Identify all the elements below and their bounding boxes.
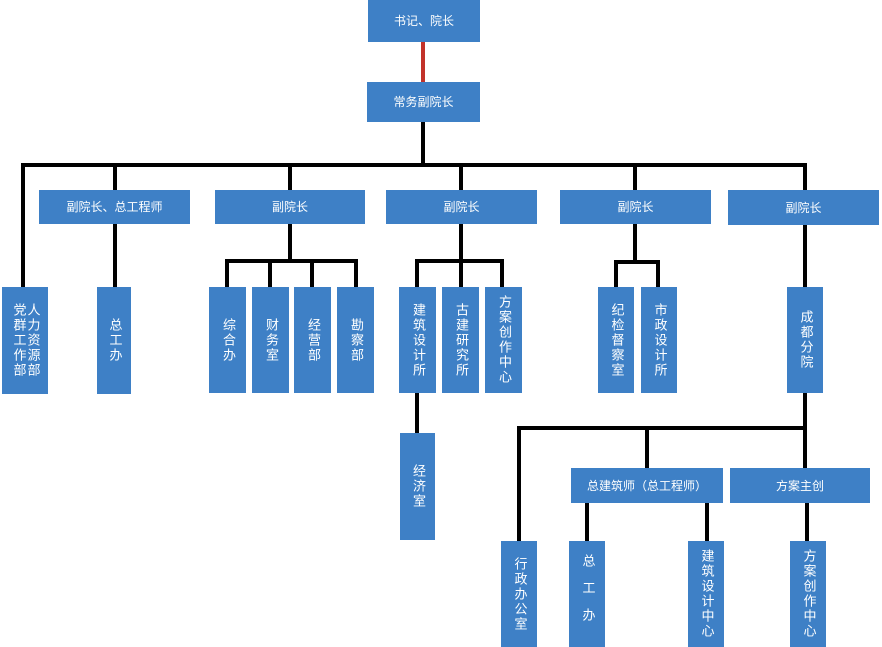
org-node-jzsjs-label: 建筑设计所: [410, 302, 425, 378]
org-node-vp4: 副院长: [560, 190, 711, 224]
org-node-szsjs-label: 市政设计所: [651, 302, 667, 378]
org-node-cd-faczzx: 方案创作中心: [790, 541, 826, 647]
org-node-jjs: 经济室: [400, 433, 435, 540]
org-node-zgb-label: 总工办: [106, 318, 122, 363]
org-node-branch-cd: 成都分院: [787, 287, 823, 393]
org-node-vp5: 副院长: [728, 190, 879, 225]
org-node-gjyjs: 古建研究所: [442, 287, 479, 393]
connector-drop-jjdcs: [614, 264, 618, 287]
connector-drop-fazc: [803, 430, 807, 468]
org-node-cd-chief: 总建筑师（总工程师）: [571, 468, 723, 503]
connector-cd-bus: [517, 426, 807, 430]
connector-vp4-stem: [633, 224, 637, 261]
org-node-cws: 财务室: [252, 287, 289, 393]
org-node-vp3-label: 副院长: [443, 200, 480, 214]
connector-drop-jzsjs: [415, 263, 419, 287]
connector-vp1-zgb: [113, 224, 117, 287]
org-node-cd-faczzx-label: 方案创作中心: [800, 549, 816, 639]
org-node-vp4-label: 副院长: [617, 200, 654, 214]
org-node-branch-cd-label: 成都分院: [797, 310, 813, 370]
connector-vp2-stem: [288, 224, 292, 260]
connector-vp3-stem: [459, 224, 463, 260]
connector-drop-gjyjs: [459, 263, 463, 287]
connector-drop-vp5: [803, 167, 807, 190]
org-node-cd-zgb-label: 总工办: [579, 553, 595, 635]
org-node-faczzx: 方案创作中心: [485, 287, 522, 393]
org-node-cd-xzbgs: 行政办公室: [501, 541, 537, 647]
org-node-zhb: 综合办: [209, 287, 246, 393]
org-node-gjyjs-label: 古建研究所: [453, 302, 468, 378]
connector-drop-vp1: [113, 167, 117, 190]
org-node-vp3: 副院长: [386, 190, 537, 224]
connector-drop-szsjs: [656, 264, 660, 287]
org-node-vp2-label: 副院长: [271, 200, 308, 214]
connector-cd-stem: [803, 393, 807, 428]
org-node-cd-chief-label: 总建筑师（总工程师）: [586, 478, 707, 493]
connector-main-bus: [21, 163, 807, 167]
org-node-zgb: 总工办: [97, 287, 131, 394]
connector-drop-chief: [645, 430, 649, 468]
connector-jzsjs-jjs: [415, 393, 419, 433]
org-node-vp2: 副院长: [215, 190, 365, 224]
org-node-jzsjs: 建筑设计所: [399, 287, 436, 393]
org-node-party-label: 党群工作部: [10, 303, 26, 378]
org-node-vp1-label: 副院长、总工程师: [66, 200, 163, 214]
org-node-hr-label: 人力资源部: [24, 303, 40, 378]
connector-exec-stem: [421, 122, 425, 165]
org-node-kcb: 勘察部: [337, 287, 374, 393]
connector-vp2-bus: [225, 259, 358, 263]
org-node-cws-label: 财务室: [263, 317, 278, 363]
connector-drop-kcb: [354, 263, 358, 287]
connector-drop-party-hr: [21, 167, 25, 287]
org-node-cd-zgb: 总工办: [569, 541, 605, 647]
org-node-jjdcs: 纪检督察室: [598, 287, 634, 393]
org-node-cd-jzsjzx-label: 建筑设计中心: [698, 549, 714, 639]
connector-drop-cws: [268, 263, 272, 287]
org-node-cd-fazc-label: 方案主创: [775, 478, 824, 493]
connector-drop-vp4: [633, 167, 637, 190]
connector-vp3-bus: [415, 259, 504, 263]
org-node-jyb: 经营部: [294, 287, 331, 393]
connector-vp4-bus: [614, 260, 660, 264]
org-node-cd-fazc: 方案主创: [730, 468, 870, 503]
org-node-jjs-label: 经济室: [410, 464, 425, 509]
org-node-exec-label: 常务副院长: [393, 95, 454, 109]
connector-vp5-cd: [803, 225, 807, 287]
org-node-faczzx-label: 方案创作中心: [496, 295, 511, 385]
org-node-jyb-label: 经营部: [305, 317, 320, 363]
connector-drop-zhb: [225, 263, 229, 287]
org-node-zhb-label: 综合办: [220, 317, 235, 363]
connector-drop-jyb: [310, 263, 314, 287]
connector-root-exec: [421, 42, 425, 82]
org-node-cd-jzsjzx: 建筑设计中心: [688, 541, 724, 647]
org-node-party-hr: 党群工作部 人力资源部: [2, 287, 48, 394]
connector-chief-jzsjzx: [705, 503, 709, 541]
org-node-jjdcs-label: 纪检督察室: [608, 302, 624, 378]
org-node-root-label: 书记、院长: [393, 14, 454, 28]
connector-chief-zgb: [585, 503, 589, 541]
org-node-kcb-label: 勘察部: [348, 317, 363, 363]
org-node-root: 书记、院长: [368, 0, 480, 42]
org-node-cd-xzbgs-label: 行政办公室: [511, 556, 527, 632]
connector-drop-xzbgs: [517, 430, 521, 541]
org-node-vp1: 副院长、总工程师: [39, 190, 190, 224]
org-node-exec: 常务副院长: [367, 82, 480, 122]
connector-drop-faczzx: [500, 263, 504, 287]
connector-drop-vp3: [459, 167, 463, 190]
connector-drop-vp2: [288, 167, 292, 190]
org-node-szsjs: 市政设计所: [641, 287, 677, 393]
org-node-vp5-label: 副院长: [785, 200, 822, 215]
connector-fazc-faczzx: [805, 503, 809, 541]
